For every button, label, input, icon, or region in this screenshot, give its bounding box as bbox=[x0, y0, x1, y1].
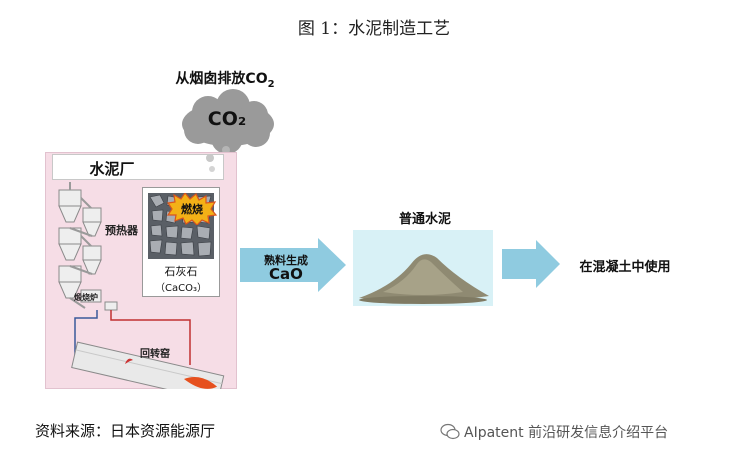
preheater-label: 预热器 bbox=[105, 222, 138, 238]
cement-label: 普通水泥 bbox=[355, 208, 495, 227]
kiln-label: 回转窑 bbox=[140, 345, 170, 360]
figure-title: 图 1：水泥制造工艺 bbox=[0, 14, 748, 39]
cement-powder-image bbox=[353, 230, 493, 306]
clinker-arrow-cao: CaO bbox=[242, 265, 330, 283]
wechat-icon bbox=[440, 423, 460, 441]
calciner-label: 煅烧炉 bbox=[74, 292, 98, 303]
source-note: 资料来源：日本资源能源厅 bbox=[35, 420, 215, 441]
cement-plant-title: 水泥厂 bbox=[52, 158, 172, 179]
concrete-usage-label: 在混凝土中使用 bbox=[560, 256, 690, 275]
limestone-name: 石灰石 bbox=[142, 263, 220, 279]
usage-arrow-icon bbox=[502, 240, 562, 288]
chimney-puff-icon bbox=[200, 152, 230, 182]
co2-cloud-text: CO₂ bbox=[178, 108, 276, 130]
watermark-text: AIpatent 前沿研发信息介绍平台 bbox=[464, 422, 668, 442]
limestone-formula: （CaCO₃） bbox=[142, 279, 220, 294]
burn-label: 燃烧 bbox=[172, 201, 212, 217]
emission-label: 从烟囱排放CO2 bbox=[150, 68, 300, 90]
